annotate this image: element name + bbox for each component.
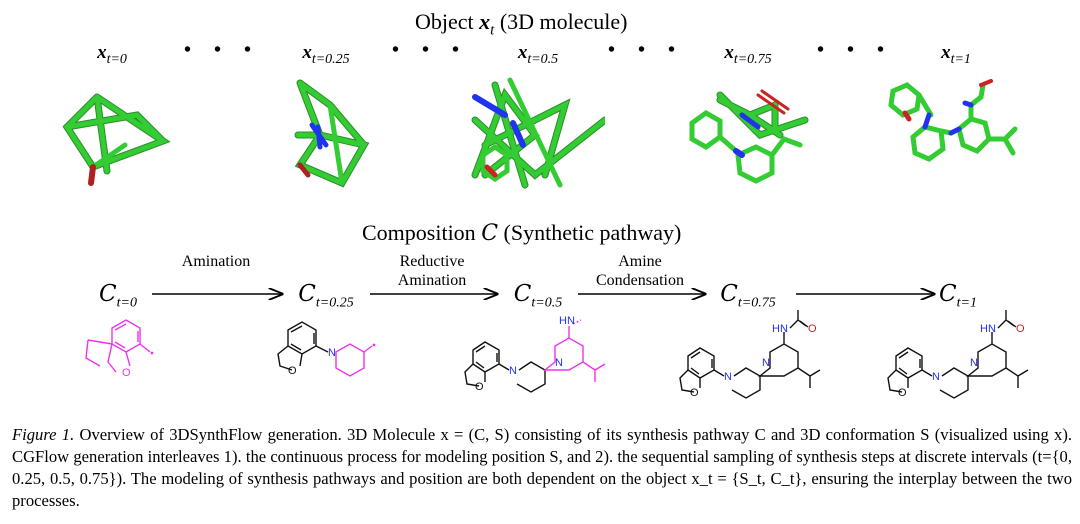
- atom-o-t05: O: [475, 381, 484, 393]
- atom-o-t0: O: [122, 367, 131, 379]
- object-title-prefix: Object: [415, 9, 474, 34]
- atom-n-t075: N: [724, 371, 732, 383]
- composition-title-var: C: [481, 221, 499, 246]
- atom-o-t075: O: [690, 387, 699, 399]
- ellipsis-3: • • •: [607, 39, 685, 61]
- stage-label-3: xt=0.75: [724, 42, 772, 67]
- composition-label-4: Ct=1: [939, 281, 977, 311]
- atom-n-t05: N: [509, 365, 517, 377]
- reaction-label-1: Amination: [181, 253, 251, 270]
- atom-n-t025: N: [328, 347, 336, 359]
- atom-n2-t05: N: [555, 357, 563, 369]
- atom-n-t1: N: [932, 371, 940, 383]
- stage-label-0: xt=0: [97, 42, 127, 67]
- composition-label-1: Ct=0.25: [298, 281, 354, 311]
- atom-o-t025: O: [288, 365, 297, 377]
- molecule-3d-t0: [62, 93, 171, 186]
- atom-o2-t1: O: [1016, 323, 1025, 335]
- structure-2d-t075: N N HN O O: [679, 310, 821, 399]
- composition-label-2: Ct=0.5: [513, 281, 563, 311]
- atom-n2-t075: N: [762, 357, 770, 369]
- reaction-arrows: [152, 276, 1080, 306]
- object-title-sub: t: [490, 22, 495, 39]
- atom-hn-t075: HN: [772, 323, 788, 335]
- structure-2d-t05: N N HN O: [464, 315, 606, 393]
- atom-hn-t1: HN: [980, 323, 996, 335]
- composition-label-3: Ct=0.75: [720, 281, 776, 311]
- atom-n2-t1: N: [970, 357, 978, 369]
- molecule-3d-t1: [888, 79, 1018, 162]
- object-title-var: x: [479, 9, 491, 34]
- composition-label-0: Ct=0: [99, 281, 137, 311]
- atom-o-t1: O: [898, 387, 907, 399]
- figure-caption: Figure 1. Overview of 3DSynthFlow genera…: [12, 424, 1072, 512]
- ellipsis-1: • • •: [183, 39, 261, 61]
- composition-title-suffix: (Synthetic pathway): [503, 220, 682, 245]
- structure-2d-t0: O: [85, 319, 154, 379]
- caption-lead: Figure 1.: [12, 425, 75, 444]
- object-title-suffix: (3D molecule): [499, 9, 628, 34]
- ellipsis-4: • • •: [816, 39, 894, 61]
- caption-text: Overview of 3DSynthFlow generation. 3D M…: [12, 425, 1072, 510]
- composition-title: Composition C (Synthetic pathway): [362, 220, 681, 246]
- composition-title-prefix: Composition: [362, 220, 476, 245]
- object-title: Object xt (3D molecule): [415, 9, 628, 39]
- stage-label-1: xt=0.25: [302, 42, 350, 67]
- molecule-3d-t05: [471, 77, 605, 189]
- atom-o2-t075: O: [808, 323, 817, 335]
- structure-2d-t1: N N HN O O: [887, 310, 1029, 399]
- stage-label-4: xt=1: [941, 42, 971, 67]
- molecule-3d-t025: [294, 79, 370, 188]
- structure-2d-t025: N O: [277, 321, 376, 377]
- molecule-3d-t075: [689, 89, 809, 184]
- atom-hn-t05: HN: [559, 315, 575, 327]
- stage-label-2: xt=0.5: [517, 42, 559, 67]
- ellipsis-2: • • •: [391, 39, 469, 61]
